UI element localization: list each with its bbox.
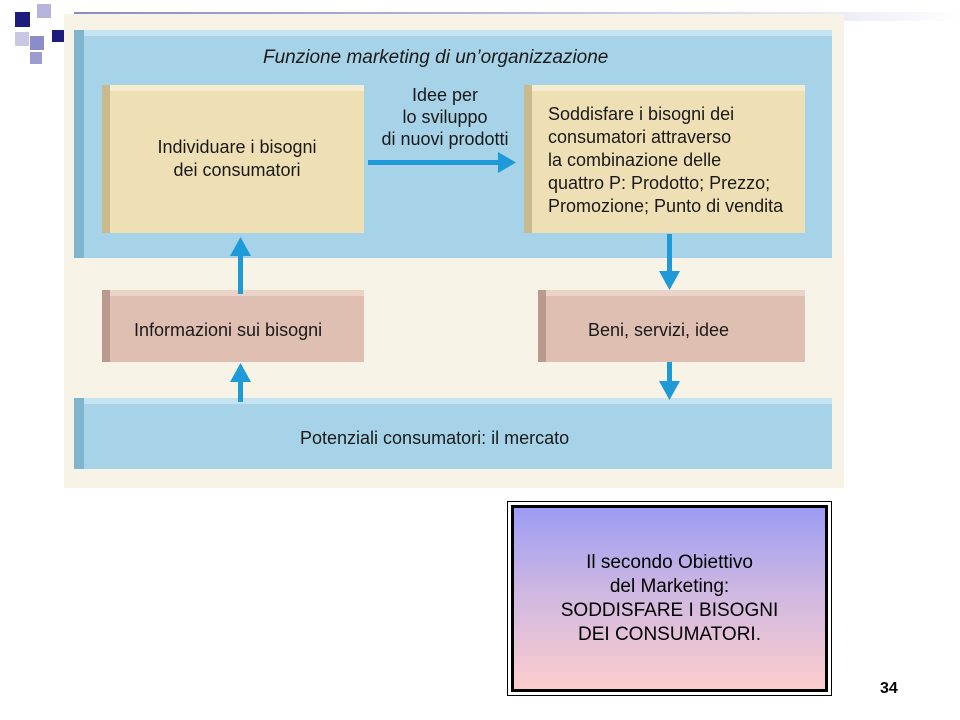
goal-line-4: DEI CONSUMATORI. (578, 623, 761, 645)
goods-label: Beni, servizi, idee (588, 320, 730, 340)
ideas-label: Idee per lo sviluppo di nuovi prodotti (381, 85, 509, 149)
goal-line-1: Il secondo Obiettivo (586, 551, 753, 573)
header-square-lilac (30, 52, 42, 64)
market-panel (74, 398, 832, 469)
header-square-lavender (37, 4, 51, 18)
goal-line-2: del Marketing: (609, 575, 730, 597)
diagram-title: Funzione marketing di un’organizzazione (263, 47, 609, 68)
header-square-purple (30, 36, 44, 50)
identify-needs-box (102, 85, 364, 233)
satisfy-needs-box (524, 85, 805, 233)
needs-info-box (102, 290, 364, 362)
satisfy-needs-label: Soddisfare i bisogni dei consumatori att… (548, 104, 784, 216)
marketing-goal-inner: Il secondo Obiettivo del Marketing: SODD… (511, 505, 828, 692)
goods-box (538, 290, 805, 362)
header-square-navy-small (52, 30, 64, 42)
header-square-light (15, 32, 29, 46)
marketing-goal-box: Il secondo Obiettivo del Marketing: SODD… (507, 501, 832, 696)
market-label: Potenziali consumatori: il mercato (300, 428, 570, 448)
header-square-navy (15, 12, 30, 27)
page-number: 34 (880, 680, 898, 697)
needs-info-label: Informazioni sui bisogni (134, 320, 323, 340)
goal-line-3: SODDISFARE I BISOGNI (560, 599, 779, 621)
identify-needs-label: Individuare i bisogni dei consumatori (157, 137, 317, 180)
